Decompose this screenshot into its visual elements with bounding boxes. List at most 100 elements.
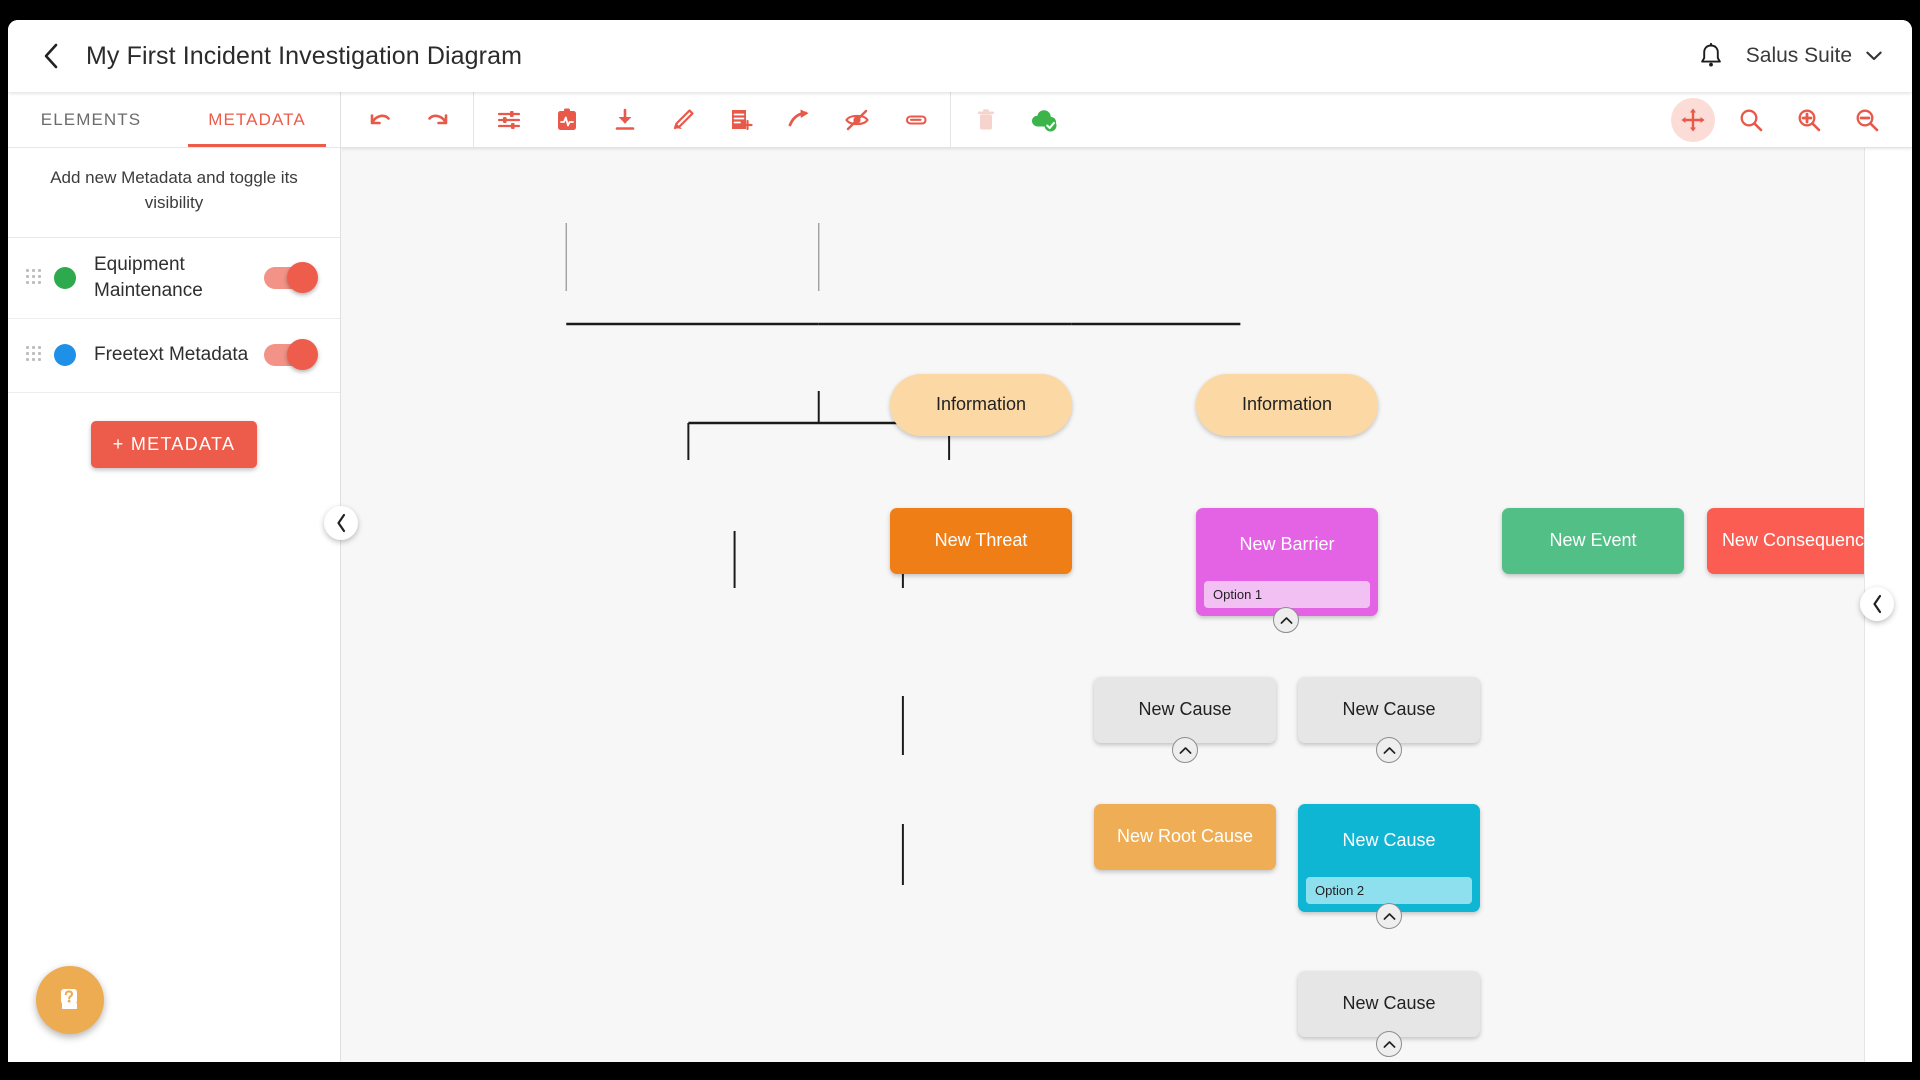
chevron-up-icon [1179, 746, 1191, 754]
metadata-color-dot [54, 344, 76, 367]
tab-elements[interactable]: ELEMENTS [40, 109, 142, 129]
pan-move-button[interactable] [1671, 97, 1715, 142]
undo-icon [370, 113, 390, 124]
add-metadata-container: + METADATA [8, 393, 340, 496]
toolbar-divider [473, 91, 474, 148]
diagram-node-event[interactable]: New Event [1502, 508, 1684, 574]
diagram-node-root-cause[interactable]: New Root Cause [1094, 804, 1276, 870]
node-label: New Root Cause [1116, 826, 1254, 847]
edit-pencil-button[interactable] [661, 98, 705, 142]
settings-sliders-button[interactable] [487, 98, 531, 142]
zoom-in-icon [1798, 109, 1821, 131]
diagram-node-consequence[interactable]: New Consequence [1707, 508, 1889, 574]
notification-bell-button[interactable] [1694, 39, 1728, 73]
help-cards-icon [61, 989, 77, 1009]
hide-eye-button[interactable] [835, 98, 879, 142]
chevron-up-icon [1383, 1040, 1395, 1048]
share-arrow-button[interactable] [777, 98, 821, 142]
left-panel: ELEMENTS METADATA Add new Metadata and t… [8, 92, 341, 1062]
diagram-node-information[interactable]: Information [890, 374, 1072, 436]
incident-report-button[interactable] [545, 98, 589, 142]
toolbar-history-group [351, 98, 467, 142]
node-option-chip[interactable]: Option 2 [1306, 877, 1472, 904]
drag-handle-icon[interactable] [26, 268, 42, 287]
diagram-node-information[interactable]: Information [1196, 374, 1378, 436]
drag-handle-icon[interactable] [26, 346, 42, 364]
node-label: Information [1241, 394, 1333, 415]
toolbar-view-group [1664, 97, 1896, 142]
tab-metadata[interactable]: METADATA [174, 92, 340, 147]
toolbar-status-group [957, 98, 1073, 142]
connector-layer [565, 223, 1241, 885]
diagram-node-cause[interactable]: New Cause [1094, 677, 1276, 743]
settings-sliders-icon [497, 110, 521, 129]
node-collapse-toggle[interactable] [1376, 737, 1402, 763]
add-note-icon [732, 109, 753, 130]
diagram-node-threat[interactable]: New Threat [890, 508, 1072, 574]
node-label: Information [935, 394, 1027, 415]
metadata-color-dot [54, 266, 76, 289]
node-collapse-toggle[interactable] [1376, 903, 1402, 929]
metadata-list-item[interactable]: Equipment Maintenance [8, 238, 340, 319]
node-label: New Consequence [1721, 530, 1875, 551]
node-option-chip[interactable]: Option 1 [1204, 581, 1370, 608]
node-label: New Cause [1342, 829, 1436, 850]
diagram-canvas[interactable]: Information Information New Threat New B… [341, 148, 1912, 1062]
chevron-left-icon [336, 513, 345, 533]
metadata-visibility-toggle[interactable] [264, 339, 318, 371]
panel-tabs: ELEMENTS METADATA [8, 92, 340, 148]
attachment-clip-icon [905, 114, 927, 125]
metadata-visibility-toggle[interactable] [264, 261, 318, 293]
node-label: New Event [1549, 530, 1637, 551]
notification-bell-icon [1700, 42, 1721, 66]
search-icon [1740, 109, 1763, 131]
main-area: Information Information New Threat New B… [341, 91, 1912, 1062]
node-label: New Barrier [1239, 533, 1335, 554]
trash-icon [978, 108, 994, 129]
node-label: New Cause [1342, 993, 1436, 1014]
right-panel-collapse-button[interactable] [1860, 587, 1894, 621]
metadata-list-item[interactable]: Freetext Metadata [8, 319, 340, 393]
incident-report-icon [558, 108, 576, 130]
attachment-clip-button[interactable] [893, 98, 937, 142]
node-collapse-toggle[interactable] [1376, 1031, 1402, 1057]
toolbar-divider [950, 91, 951, 148]
application-window: My First Incident Investigation Diagram … [8, 20, 1912, 1062]
zoom-out-icon [1856, 109, 1879, 131]
diagram-node-cause[interactable]: New Cause [1298, 677, 1480, 743]
app-header: My First Incident Investigation Diagram … [8, 20, 1912, 92]
help-button[interactable] [36, 966, 104, 1034]
chevron-up-icon [1383, 746, 1395, 754]
hide-eye-icon [845, 109, 869, 130]
edit-pencil-icon [673, 108, 694, 129]
header-actions: Salus Suite [1694, 39, 1888, 73]
node-collapse-toggle[interactable] [1172, 737, 1198, 763]
search-button[interactable] [1729, 98, 1773, 142]
diagram-node-barrier[interactable]: New Barrier Option 1 [1196, 508, 1378, 616]
cloud-saved-icon [1032, 109, 1057, 131]
zoom-in-button[interactable] [1787, 98, 1831, 142]
node-collapse-toggle[interactable] [1273, 607, 1299, 633]
node-label: New Threat [934, 530, 1028, 551]
left-panel-collapse-button[interactable] [324, 506, 358, 540]
diagram-node-cause[interactable]: New Cause Option 2 [1298, 804, 1480, 912]
chevron-left-icon [44, 43, 57, 69]
pan-move-icon [1681, 108, 1705, 131]
back-button[interactable] [30, 36, 70, 76]
zoom-out-button[interactable] [1845, 98, 1889, 142]
cloud-saved-button[interactable] [1022, 98, 1066, 142]
account-menu[interactable]: Salus Suite [1746, 44, 1888, 68]
redo-button[interactable] [416, 98, 460, 142]
account-name: Salus Suite [1745, 44, 1852, 67]
undo-button[interactable] [358, 98, 402, 142]
add-metadata-button[interactable]: + METADATA [90, 420, 258, 468]
toolbar-actions-group [480, 98, 944, 142]
app-body: ELEMENTS METADATA Add new Metadata and t… [8, 91, 1912, 1062]
diagram-node-cause[interactable]: New Cause [1298, 971, 1480, 1037]
delete-button[interactable] [964, 98, 1008, 142]
download-button[interactable] [603, 98, 647, 142]
add-note-button[interactable] [719, 98, 763, 142]
chevron-up-icon [1383, 912, 1395, 920]
page-title: My First Incident Investigation Diagram [86, 41, 523, 70]
metadata-item-label: Equipment Maintenance [94, 254, 203, 301]
